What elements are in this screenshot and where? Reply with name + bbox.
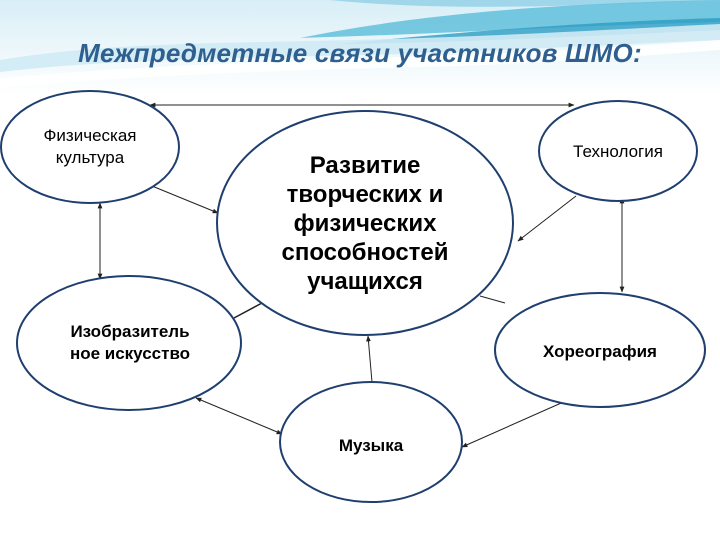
technology-label: Технология [573, 142, 663, 161]
music-label: Музыка [338, 436, 404, 455]
node-physical-culture-label: Физическая культура [44, 125, 137, 169]
ellipse-art [16, 275, 242, 411]
node-choreography: Хореография [510, 336, 690, 368]
ellipse-center [216, 110, 514, 336]
node-fine-art-label: Изобразитель ное искусство [70, 321, 190, 365]
center-line-3: физических [293, 209, 437, 237]
link-physical-center [151, 185, 219, 214]
link-choreography-center [479, 295, 506, 304]
link-technology-center [517, 195, 577, 242]
node-fine-art: Изобразитель ное искусство [30, 306, 230, 380]
link-art-music [195, 397, 283, 435]
center-line-1: Развитие [309, 151, 421, 179]
center-line-4: способностей [281, 238, 449, 266]
ellipse-technology [538, 100, 698, 202]
art-line-1: Изобразитель [70, 322, 190, 341]
ellipse-music [279, 381, 463, 503]
node-technology: Технология [545, 136, 691, 168]
ellipse-physical [0, 90, 180, 204]
node-music: Музыка [300, 430, 442, 462]
center-node-label: Развитие творческих и физических способн… [281, 151, 448, 296]
link-art-center [233, 302, 263, 319]
center-line-5: учащихся [307, 267, 423, 295]
page-title: Межпредметные связи участников ШМО: [78, 38, 642, 68]
node-physical-culture: Физическая культура [10, 110, 170, 184]
connections [97, 102, 625, 448]
art-line-2: ное искусство [69, 344, 191, 363]
physical-line-2: культура [55, 148, 125, 167]
choreography-label: Хореография [543, 342, 657, 361]
ellipse-choreography [494, 292, 706, 408]
header-waves [0, 0, 720, 95]
center-line-2: творческих и [286, 180, 444, 208]
link-music-center [366, 335, 373, 383]
physical-line-1: Физическая [43, 126, 137, 145]
link-music-choreography [461, 399, 569, 448]
center-node: Развитие творческих и физических способн… [232, 128, 498, 318]
ellipses [0, 90, 706, 503]
